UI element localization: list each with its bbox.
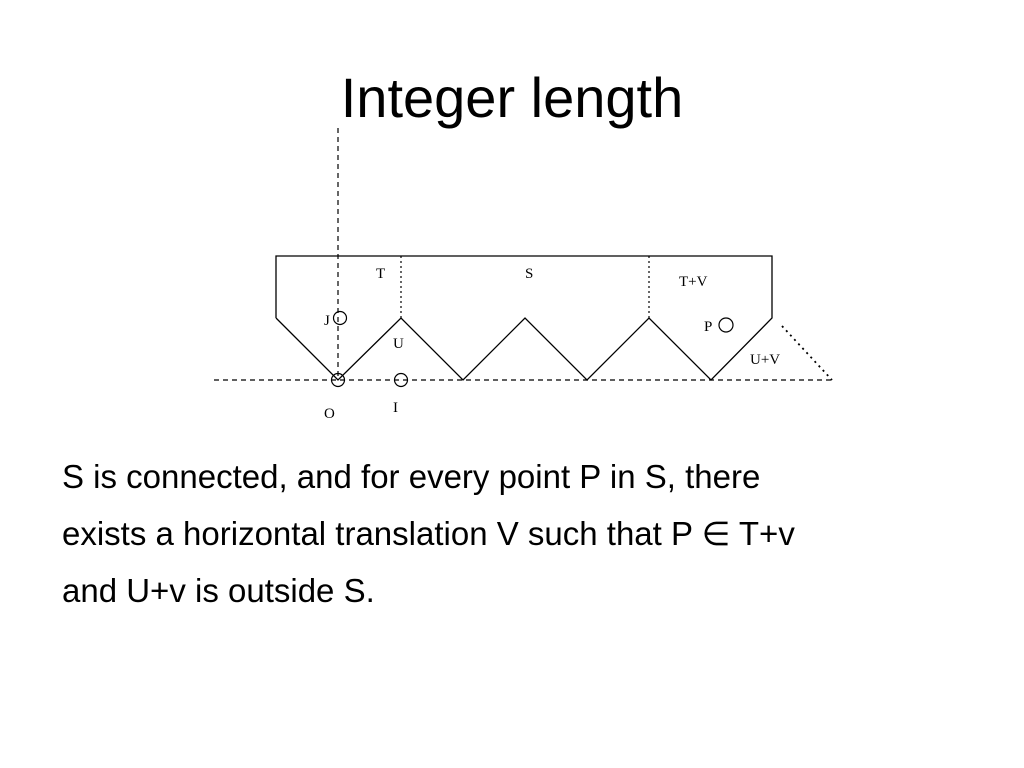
slide-title: Integer length [340, 66, 684, 129]
u-plus-v-dotted-edge [781, 325, 833, 381]
body-line-3: and U+v is outside S. [62, 572, 375, 609]
point-p [718, 317, 734, 333]
region-s-outline [275, 255, 773, 381]
body-line-2: exists a horizontal translation V such t… [62, 515, 795, 552]
point-j [332, 310, 348, 326]
label-o: O [324, 406, 335, 422]
point-o [330, 372, 346, 388]
label-s: S [525, 266, 533, 282]
label-p: P [704, 319, 712, 335]
label-t-plus-v: T+V [679, 274, 708, 290]
label-t: T [376, 266, 385, 282]
body-line-1: S is connected, and for every point P in… [62, 458, 761, 495]
label-i: I [393, 400, 398, 416]
label-u: U [393, 336, 404, 352]
label-u-plus-v: U+V [750, 352, 780, 368]
label-j: J [324, 313, 330, 329]
body-text: S is connected, and for every point P in… [62, 448, 962, 619]
point-i [393, 372, 409, 388]
